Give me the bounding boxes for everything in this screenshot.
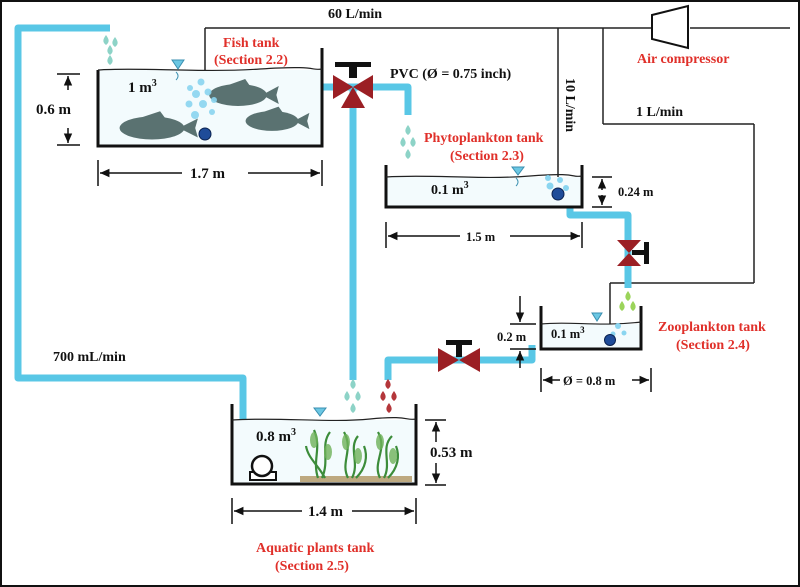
plant-tank-width: 1.4 m (308, 504, 344, 520)
phyto-tank-height-dim (592, 176, 612, 208)
air-stone-icon (198, 127, 212, 141)
phytoplankton-tank (384, 165, 584, 209)
water-level-icon (171, 59, 185, 81)
fish-tank-height-dim (57, 73, 80, 146)
phyto-tank-section: (Section 2.3) (450, 149, 524, 164)
water-drop-icon (400, 125, 416, 159)
plant-tank-volume: 0.8 m3 (256, 427, 296, 445)
plant-tank-height-dim (425, 419, 446, 486)
valve-icon (438, 340, 480, 372)
zoo-tank-diameter: Ø = 0.8 m (563, 374, 616, 388)
compressor-label: Air compressor (637, 52, 729, 67)
zoo-tank-height: 0.2 m (497, 330, 527, 344)
pvc-label: PVC (Ø = 0.75 inch) (390, 67, 511, 82)
fish-tank (96, 48, 324, 148)
air-lines (204, 27, 790, 342)
air-stone-icon (551, 187, 565, 201)
aquatic-plants-tank (230, 404, 418, 486)
zoo-tank-name: Zooplankton tank (658, 320, 766, 335)
air-main-flow-label: 60 L/min (328, 7, 382, 22)
phyto-tank-width: 1.5 m (466, 230, 496, 244)
water-drop-icon (380, 379, 397, 413)
zoo-tank-section: (Section 2.4) (676, 338, 750, 353)
water-level-icon (591, 312, 603, 322)
plant-tank-section: (Section 2.5) (275, 559, 349, 574)
bubbles (185, 78, 217, 119)
plant-leaves (310, 432, 397, 464)
air-stone-icon (604, 334, 616, 346)
air-phyto-flow-label: 10 L/min (562, 78, 577, 132)
valve-icon (617, 240, 649, 266)
bubbles (545, 175, 569, 191)
bubbles (610, 323, 627, 337)
fish-tank-width-dim (97, 160, 323, 186)
zoo-tank-volume: 0.1 m3 (551, 325, 585, 341)
water-drop-icon (103, 35, 118, 65)
water-level-icon (313, 407, 327, 417)
valve-icon (333, 62, 373, 108)
return-flow-label: 700 mL/min (53, 350, 126, 365)
zoo-tank-height-dim (510, 296, 536, 368)
water-level-icon (511, 166, 525, 187)
phyto-tank-volume: 0.1 m3 (431, 180, 469, 198)
fish-tank-volume: 1 m3 (128, 78, 157, 96)
fish-tank-section: (Section 2.2) (214, 53, 288, 68)
fish-tank-height: 0.6 m (36, 102, 72, 118)
water-drop-icon (344, 379, 361, 413)
pump-icon (249, 454, 277, 481)
plant-tank-height: 0.53 m (430, 445, 473, 461)
phyto-tank-width-dim (385, 222, 583, 248)
water-drop-icon (619, 291, 636, 311)
plant-tank-name: Aquatic plants tank (256, 541, 374, 556)
fish-tank-name: Fish tank (223, 36, 280, 51)
plant-tank-width-dim (231, 498, 417, 524)
air-compressor-icon (651, 4, 689, 50)
zooplankton-tank (539, 306, 643, 351)
phyto-tank-name: Phytoplankton tank (424, 131, 544, 146)
air-zoo-flow-label: 1 L/min (636, 105, 683, 120)
fish-tank-width: 1.7 m (190, 166, 226, 182)
zoo-tank-width-dim (540, 368, 652, 392)
phyto-tank-height: 0.24 m (618, 185, 654, 199)
